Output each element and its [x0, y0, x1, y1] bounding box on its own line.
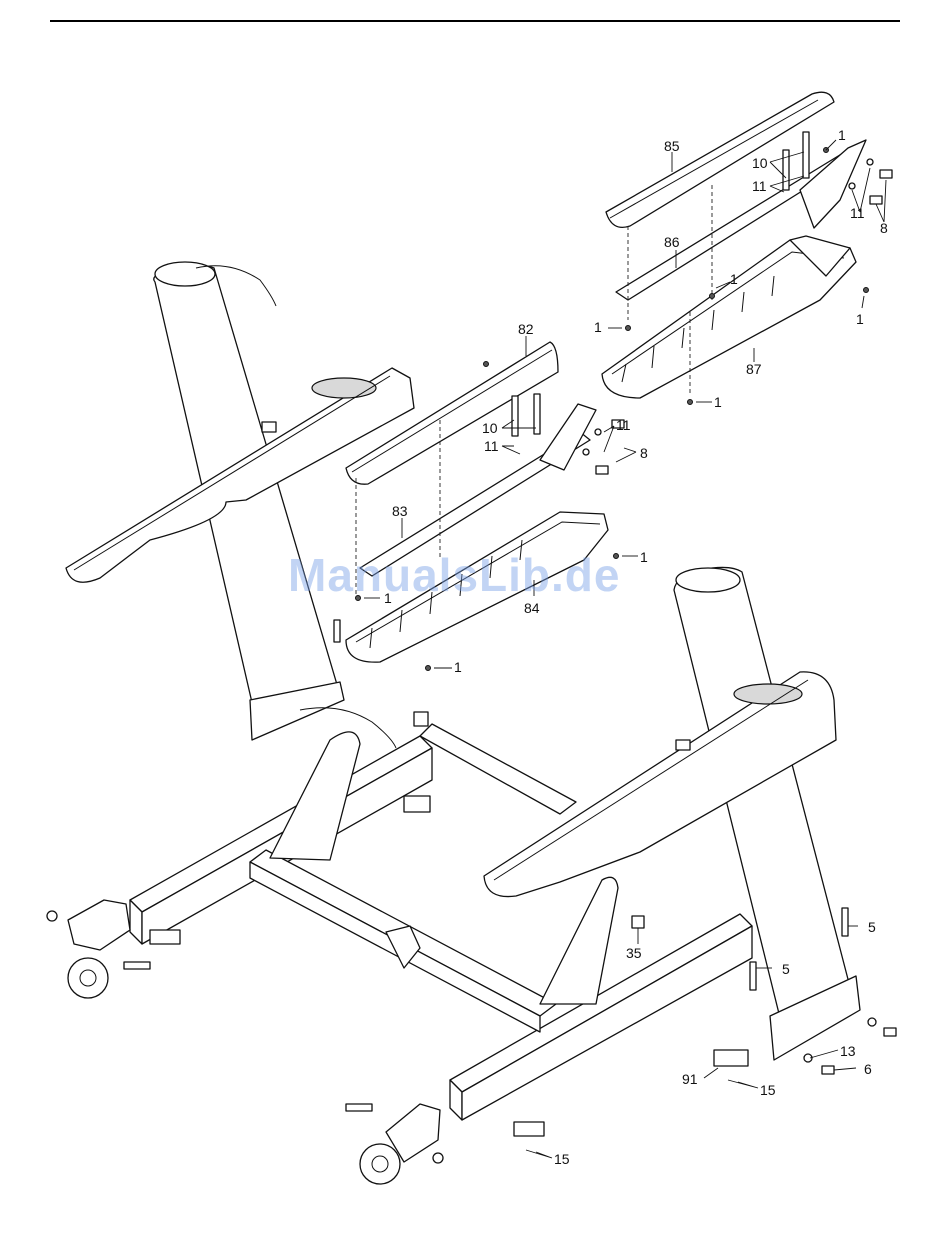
callout-6: 6: [864, 1061, 872, 1077]
callout-5: 5: [868, 919, 876, 935]
callout-13: 13: [840, 1043, 856, 1059]
watermark-text: ManualsLib.de: [288, 548, 620, 602]
callout-8: 8: [640, 445, 648, 461]
callout-1: 1: [640, 549, 648, 565]
callout-15: 15: [554, 1151, 570, 1167]
callout-15: 15: [760, 1082, 776, 1098]
callout-10: 10: [482, 420, 498, 436]
callout-1: 1: [838, 127, 846, 143]
callout-87: 87: [746, 361, 762, 377]
callout-11: 11: [484, 438, 499, 454]
callout-82: 82: [518, 321, 534, 337]
callout-1: 1: [856, 311, 864, 327]
callout-1: 1: [714, 394, 722, 410]
callout-1: 1: [454, 659, 462, 675]
callout-11: 11: [616, 417, 631, 433]
callout-85: 85: [664, 138, 680, 154]
callout-5: 5: [782, 961, 790, 977]
right-wheel-assembly: [346, 1104, 544, 1184]
callout-11: 11: [850, 205, 865, 221]
callout-11: 11: [752, 178, 767, 194]
handrail-tray-87: [602, 236, 856, 398]
callout-86: 86: [664, 234, 680, 250]
handrail-cover-85: [606, 92, 834, 227]
callout-1: 1: [730, 271, 738, 287]
callout-35: 35: [626, 945, 642, 961]
callout-1: 1: [594, 319, 602, 335]
callout-84: 84: [524, 600, 540, 616]
callout-83: 83: [392, 503, 408, 519]
callout-91: 91: [682, 1071, 698, 1087]
callout-8: 8: [880, 220, 888, 236]
callout-10: 10: [752, 155, 768, 171]
